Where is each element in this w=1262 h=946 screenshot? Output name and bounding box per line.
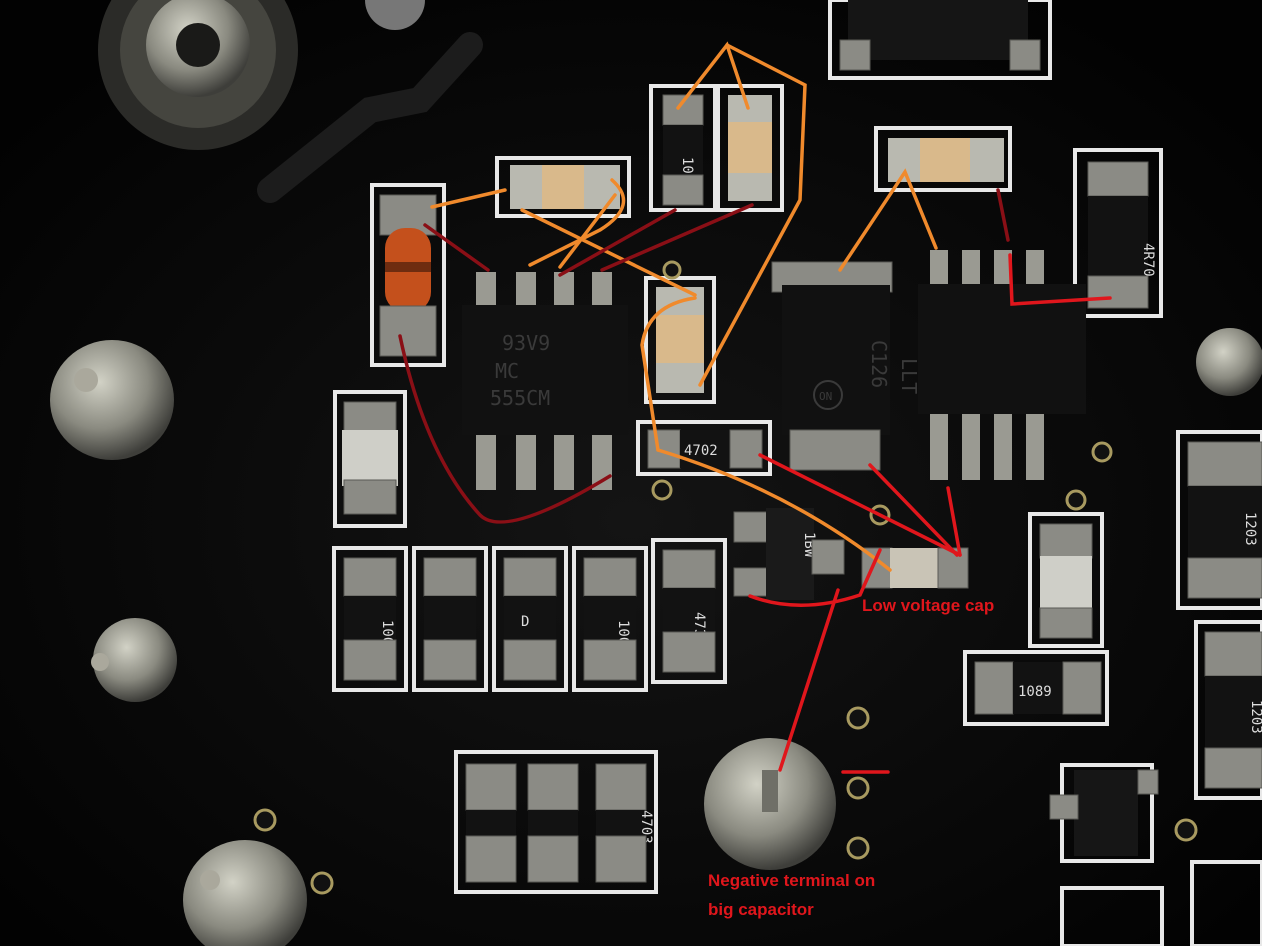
component-bottom-edge — [1060, 886, 1164, 946]
screw-top-edge — [365, 0, 425, 30]
u1-marking-line3: 555CM — [490, 386, 550, 410]
marking-4r70: 4R70 — [1140, 243, 1156, 277]
ic-top-partial — [828, 0, 1052, 80]
capacitor-vertical-left — [333, 390, 407, 528]
u1-marking-line2: MC — [495, 359, 519, 383]
resistor-d: D — [492, 546, 568, 692]
resistor-blank — [412, 546, 488, 692]
on-logo — [813, 380, 843, 410]
via — [310, 871, 334, 895]
label-low-voltage-cap: Low voltage cap — [862, 596, 994, 615]
capacitor-horizontal-right — [874, 126, 1012, 192]
diode — [370, 183, 446, 367]
resistor-1203-bottom: 1203 — [1194, 620, 1262, 800]
via — [846, 776, 870, 800]
bent-wire — [257, 32, 483, 203]
big-capacitor-terminal — [704, 738, 836, 870]
marking-1089: 1089 — [1018, 684, 1052, 700]
via — [1174, 818, 1198, 842]
resistor-1203-top: 1203 — [1176, 430, 1262, 610]
u2-marking-line2: LLT — [897, 358, 921, 394]
dark-red-traces — [398, 188, 1010, 524]
via — [846, 836, 870, 860]
resistor-1089: 1089 — [963, 650, 1109, 726]
solder-cone-3 — [183, 840, 307, 946]
resistor-4702: 4702 — [636, 420, 772, 476]
via — [253, 808, 277, 832]
ic-c126: ON C126 LLT — [771, 261, 921, 471]
capacitor-vertical-right — [1028, 512, 1104, 648]
via — [1091, 441, 1113, 463]
solder-cone-right — [1196, 328, 1262, 396]
capacitor-horizontal-top — [495, 156, 631, 218]
resistor-473: 473 — [651, 538, 727, 684]
resistor-1002-bottom: 1002 — [572, 546, 648, 692]
via — [846, 706, 870, 730]
u2-marking-line1: C126 — [867, 340, 891, 388]
resistor-1001: 1001 — [332, 546, 408, 692]
via — [651, 479, 673, 501]
screw-standoff-top-left — [98, 0, 298, 150]
transistor-bottom-right — [1049, 763, 1159, 863]
marking-1203-top: 1203 — [1242, 512, 1258, 546]
capacitor-vertical-middle — [644, 276, 716, 404]
resistor-block-bottom: 4703 — [454, 750, 658, 894]
ic-555-timer: 93V9 MC 555CM — [462, 272, 628, 490]
via — [1065, 489, 1087, 511]
marking-473: 473 — [691, 612, 707, 637]
ic-right-8pin — [918, 250, 1086, 480]
label-negative-terminal-line1: Negative terminal on — [708, 871, 875, 890]
u2-brand: ON — [819, 390, 832, 403]
resistor-4r70: 4R70 — [1073, 148, 1163, 318]
label-negative-terminal-line2: big capacitor — [708, 900, 814, 919]
solder-cone-2 — [91, 618, 177, 702]
marking-d: D — [521, 614, 529, 630]
transistor-1bw: 1BW — [733, 508, 845, 600]
u1-marking-line1: 93V9 — [502, 331, 550, 355]
component-bottom-right-edge — [1190, 860, 1262, 946]
via — [662, 260, 682, 280]
solder-cone-1 — [50, 340, 174, 460]
marking-1203-bottom: 1203 — [1248, 700, 1262, 734]
orange-traces — [430, 41, 938, 572]
marking-4702: 4702 — [684, 443, 718, 459]
capacitor-vertical-top — [716, 84, 784, 212]
marking-4703: 4703 — [638, 810, 654, 844]
red-annotation-lines — [748, 253, 1112, 774]
